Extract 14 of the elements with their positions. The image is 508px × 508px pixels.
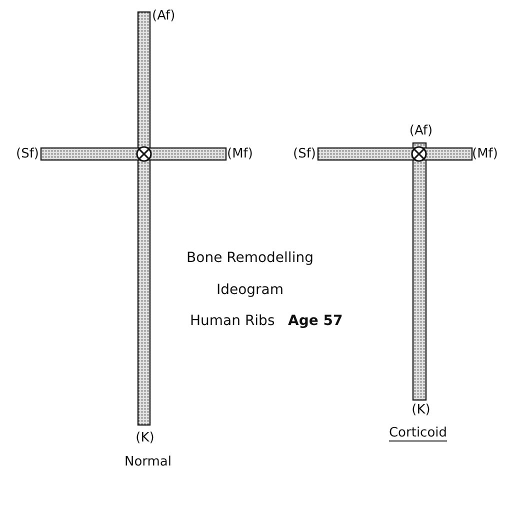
- end-label: (Sf): [293, 148, 316, 160]
- note-text: Bone Remodelling: [186, 251, 314, 265]
- note-text: Ideogram: [216, 283, 284, 297]
- end-label: (Af): [409, 124, 433, 138]
- chart-caption: Corticoid: [388, 426, 448, 440]
- end-label: Normal: [124, 456, 172, 468]
- end-label: (Sf): [16, 148, 39, 160]
- end-label: (Mf): [227, 148, 253, 160]
- end-label: (Af): [152, 10, 176, 22]
- note-text: Age 57: [288, 314, 343, 328]
- end-label: (K): [412, 404, 430, 416]
- end-label: (Mf): [472, 148, 498, 160]
- end-label: (K): [136, 432, 154, 444]
- note-text: Human Ribs: [190, 314, 275, 328]
